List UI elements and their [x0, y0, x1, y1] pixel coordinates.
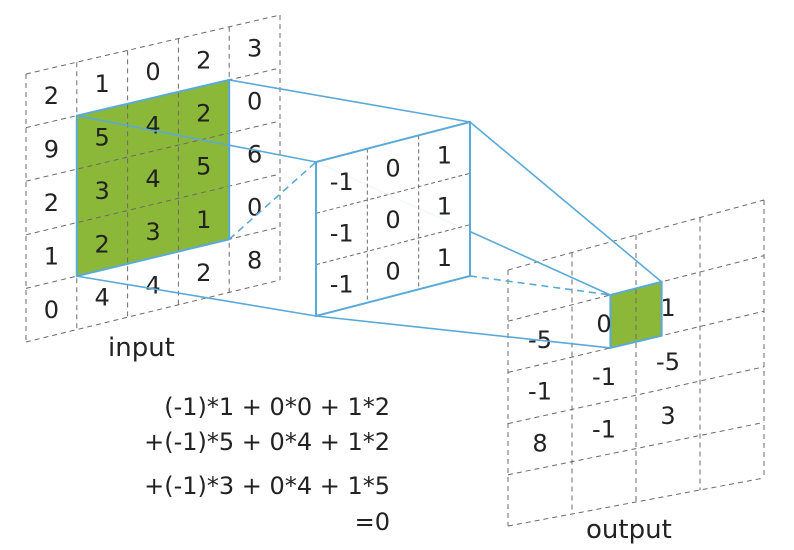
output-cell: -1	[592, 416, 616, 444]
kernel-cell: -1	[330, 219, 354, 247]
input-cell: 3	[247, 34, 262, 62]
output-cell: 3	[660, 402, 675, 430]
input-cell: 3	[145, 218, 160, 246]
input-cell: 2	[95, 230, 110, 258]
output-cell: -5	[656, 348, 680, 376]
formula: (-1)*1 + 0*0 + 1*2 +(-1)*5 + 0*4 + 1*2 +…	[144, 393, 390, 536]
input-cell: 4	[95, 284, 110, 312]
input-grid-hline	[25, 173, 281, 236]
input-cell: 0	[247, 194, 262, 222]
formula-line: (-1)*1 + 0*0 + 1*2	[164, 393, 390, 421]
formula-line: =0	[355, 508, 390, 536]
kernel-grid-hline	[315, 172, 471, 214]
input-cell: 4	[145, 165, 160, 193]
input-label: input	[108, 333, 175, 363]
kernel-background	[316, 122, 470, 316]
kernel-outline	[315, 120, 471, 318]
input-cell: 2	[196, 46, 211, 74]
input-highlight-region	[76, 79, 230, 277]
connector-line	[469, 121, 663, 283]
connector-line	[315, 315, 611, 349]
connector-line	[228, 161, 317, 240]
input-cell: 2	[196, 99, 211, 127]
kernel-cell: 0	[385, 206, 400, 234]
kernel-matrix: -1 0 1 -1 0 1 -1 0 1	[315, 120, 471, 318]
kernel-cell: 1	[437, 141, 452, 169]
output-cell: 1	[660, 294, 675, 322]
output-cell: -1	[528, 378, 552, 406]
output-grid-hline	[507, 310, 765, 373]
input-cell: 4	[145, 271, 160, 299]
output-grid-hline	[507, 255, 765, 322]
input-cell: 9	[44, 135, 59, 163]
input-cell: 1	[95, 70, 110, 98]
input-grid-hline	[25, 14, 281, 75]
input-grid-hline	[25, 279, 281, 343]
output-cell: 8	[532, 429, 547, 457]
output-grid-hline	[507, 421, 765, 476]
kernel-cell: 1	[437, 244, 452, 272]
output-grid-hline	[507, 477, 765, 527]
output-cell: 0	[596, 310, 611, 338]
input-cell: 0	[247, 87, 262, 115]
output-label: output	[586, 515, 672, 545]
input-cell: 0	[44, 296, 59, 324]
kernel-cell: 1	[437, 193, 452, 221]
formula-line: +(-1)*5 + 0*4 + 1*2	[144, 428, 390, 456]
kernel-cell: -1	[330, 271, 354, 299]
input-cell: 0	[145, 58, 160, 86]
input-cell: 5	[196, 153, 211, 181]
output-highlight-cell	[610, 281, 662, 348]
input-cell: 1	[44, 242, 59, 270]
connector-line	[229, 79, 471, 123]
input-cell: 8	[247, 247, 262, 275]
kernel-cell: 0	[385, 155, 400, 183]
input-cell: 3	[95, 177, 110, 205]
formula-line: +(-1)*3 + 0*4 + 1*5	[144, 472, 390, 500]
input-cell: 2	[196, 259, 211, 287]
input-cell: 2	[44, 82, 59, 110]
output-grid-hline	[507, 366, 765, 425]
input-matrix: 2 1 0 2 3 9 5 4 2 0 2 3 4 5 6 1 2 3 1 0 0 4 4 2 8	[25, 14, 281, 343]
output-cell: -1	[592, 363, 616, 391]
input-cell: 1	[196, 206, 211, 234]
input-cell: 6	[247, 141, 262, 169]
kernel-cell: -1	[330, 168, 354, 196]
input-cell: 4	[145, 111, 160, 139]
input-grid-hline	[25, 120, 281, 182]
output-cell-outline	[609, 280, 663, 350]
kernel-cell: 0	[385, 257, 400, 285]
connector-line	[76, 275, 317, 317]
connector-line	[76, 114, 317, 163]
input-cell: 2	[44, 189, 59, 217]
input-cell: 5	[95, 123, 110, 151]
kernel-grid-hline	[315, 224, 471, 266]
